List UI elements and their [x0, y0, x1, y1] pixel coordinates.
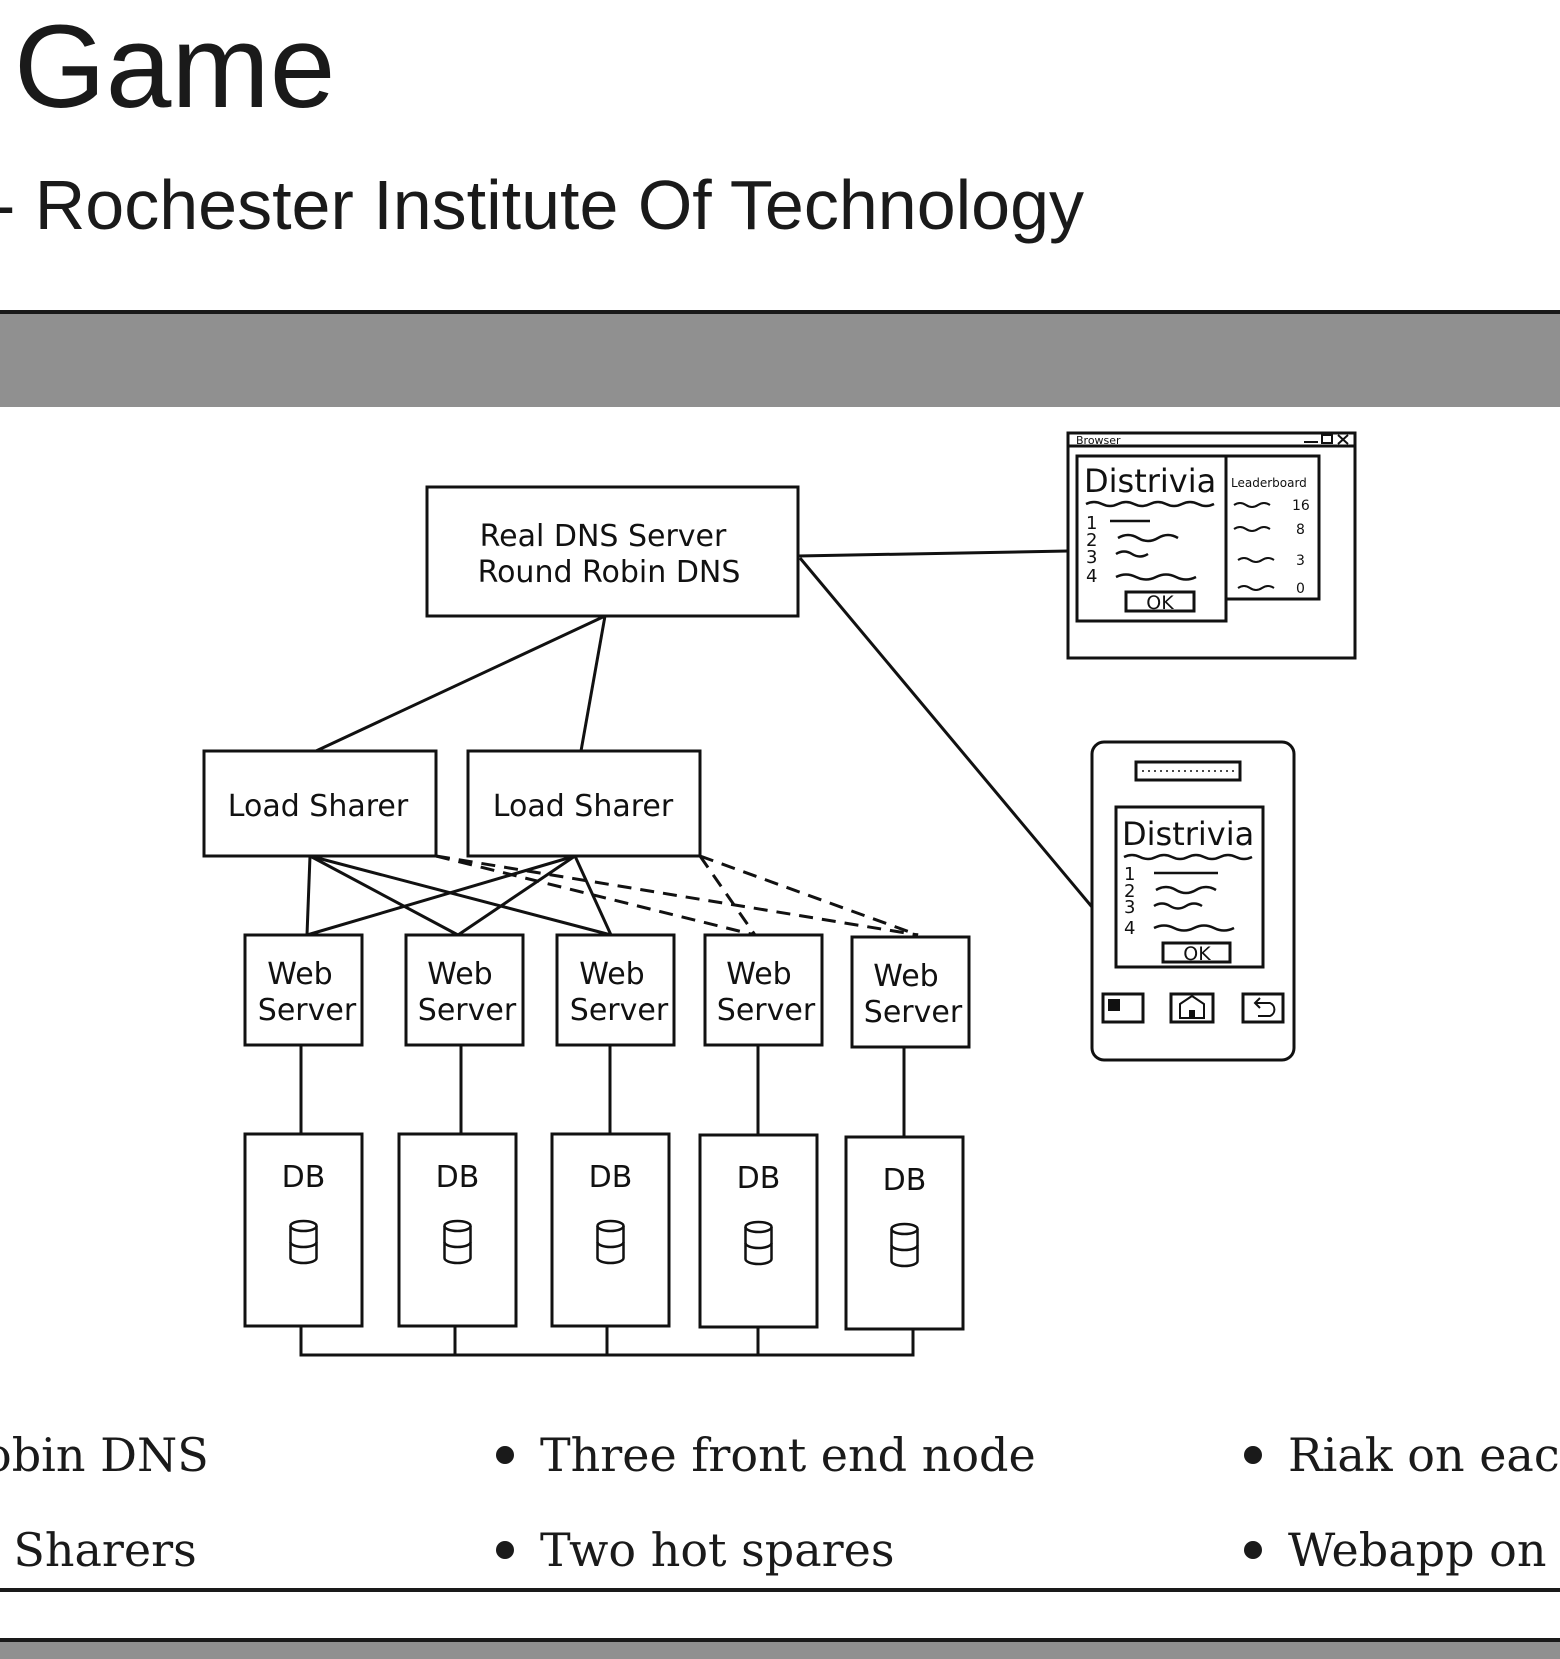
leaderboard-title: Leaderboard	[1231, 476, 1307, 490]
bullet-dot-icon	[1244, 1446, 1262, 1464]
db-node-5: DB	[844, 1135, 965, 1331]
db-node-3: DB	[550, 1132, 671, 1328]
bullet-item: obin DNS	[0, 1428, 209, 1482]
browser-ok-button: OK	[1146, 592, 1174, 614]
db-node-1: DB	[243, 1132, 364, 1328]
list-number: 1	[1124, 864, 1135, 885]
browser-window-title: Browser	[1076, 434, 1121, 447]
db-replication-bus	[299, 1326, 915, 1357]
bullet-item: l Sharers	[0, 1523, 197, 1577]
bullet-item: Webapp on e	[1244, 1523, 1560, 1577]
dns-server-node: Real DNS Server Round Robin DNS	[425, 485, 800, 618]
list-number: 2	[1086, 530, 1097, 551]
database-icon	[289, 1219, 318, 1265]
leaderboard-score: 8	[1296, 522, 1305, 538]
list-number: 1	[1086, 513, 1097, 534]
web-server-label: Server	[418, 993, 517, 1028]
db-label: DB	[589, 1160, 633, 1195]
bullet-text: Webapp on e	[1288, 1523, 1560, 1577]
dns-label-line1: Real DNS Server	[480, 519, 727, 554]
database-icon	[596, 1219, 625, 1265]
home-icon	[1169, 992, 1215, 1024]
bullet-item: Two hot spares	[496, 1523, 894, 1577]
db-node-2: DB	[397, 1132, 518, 1328]
header-band	[0, 314, 1560, 407]
db-label: DB	[883, 1163, 927, 1198]
database-icon	[744, 1220, 773, 1266]
window-controls-icon	[1304, 434, 1349, 445]
bullet-text: Riak on each	[1288, 1428, 1560, 1482]
page-subtitle: - Rochester Institute Of Technology	[0, 166, 1085, 244]
menu-icon	[1101, 992, 1145, 1024]
db-node-4: DB	[698, 1133, 819, 1329]
list-number: 4	[1124, 918, 1135, 939]
bullet-text: Two hot spares	[540, 1523, 895, 1577]
web-server-node-5: Web Server	[850, 935, 971, 1049]
dns-connections	[315, 549, 1094, 908]
web-server-label: Server	[258, 993, 357, 1028]
db-label: DB	[282, 1160, 326, 1195]
phone-app-name: Distrivia	[1122, 815, 1254, 853]
bullet-text: Three front end node	[540, 1428, 1036, 1482]
leaderboard-score: 3	[1296, 553, 1305, 569]
web-server-label: Web	[726, 957, 791, 992]
mobile-client: Distrivia 1 2 3 4 OK	[1090, 740, 1296, 1062]
database-icon	[890, 1222, 919, 1268]
top-rule	[0, 310, 1560, 314]
leaderboard-score: 16	[1292, 498, 1310, 514]
web-server-label: Server	[864, 995, 963, 1030]
page-title: Game	[14, 1, 336, 133]
bullet-dot-icon	[1244, 1541, 1262, 1559]
db-nodes: DB DB DB DB DB	[243, 1132, 965, 1331]
web-server-label: Web	[873, 959, 938, 994]
web-server-node-2: Web Server	[404, 933, 525, 1047]
db-label: DB	[737, 1161, 781, 1196]
phone-speaker-icon	[1134, 760, 1242, 782]
list-number: 2	[1124, 881, 1135, 902]
phone-ok-button: OK	[1183, 943, 1211, 965]
active-connections	[305, 854, 613, 937]
dns-label-line2: Round Robin DNS	[478, 555, 741, 590]
load-sharer-node-1: Load Sharer	[202, 749, 438, 858]
web-server-node-1: Web Server	[243, 933, 364, 1047]
spare-connections	[435, 854, 919, 937]
bullet-item: Three front end node	[496, 1428, 1036, 1482]
leaderboard-score: 0	[1296, 581, 1305, 597]
footer-band	[0, 1638, 1560, 1659]
list-number: 3	[1124, 897, 1135, 918]
list-number: 3	[1086, 547, 1097, 568]
back-icon	[1241, 992, 1285, 1024]
bottom-rule	[0, 1588, 1560, 1592]
db-label: DB	[436, 1160, 480, 1195]
load-sharer-label: Load Sharer	[493, 789, 674, 824]
web-server-label: Server	[570, 993, 669, 1028]
bullet-item: Riak on each	[1244, 1428, 1560, 1482]
load-sharer-node-2: Load Sharer	[466, 749, 702, 858]
web-server-label: Web	[579, 957, 644, 992]
web-server-node-3: Web Server	[555, 933, 676, 1047]
bullet-dot-icon	[496, 1446, 514, 1464]
database-icon	[443, 1219, 472, 1265]
web-server-label: Server	[717, 993, 816, 1028]
web-server-node-4: Web Server	[703, 933, 824, 1047]
browser-app-name: Distrivia	[1084, 462, 1216, 500]
web-server-label: Web	[267, 957, 332, 992]
list-number: 4	[1086, 566, 1097, 587]
browser-client: Browser Distrivia 1 2 3 4 OK Leaderboard	[1066, 431, 1357, 660]
load-sharer-label: Load Sharer	[228, 789, 409, 824]
db-connections	[299, 1045, 906, 1136]
bullet-dot-icon	[496, 1541, 514, 1559]
web-server-label: Web	[427, 957, 492, 992]
